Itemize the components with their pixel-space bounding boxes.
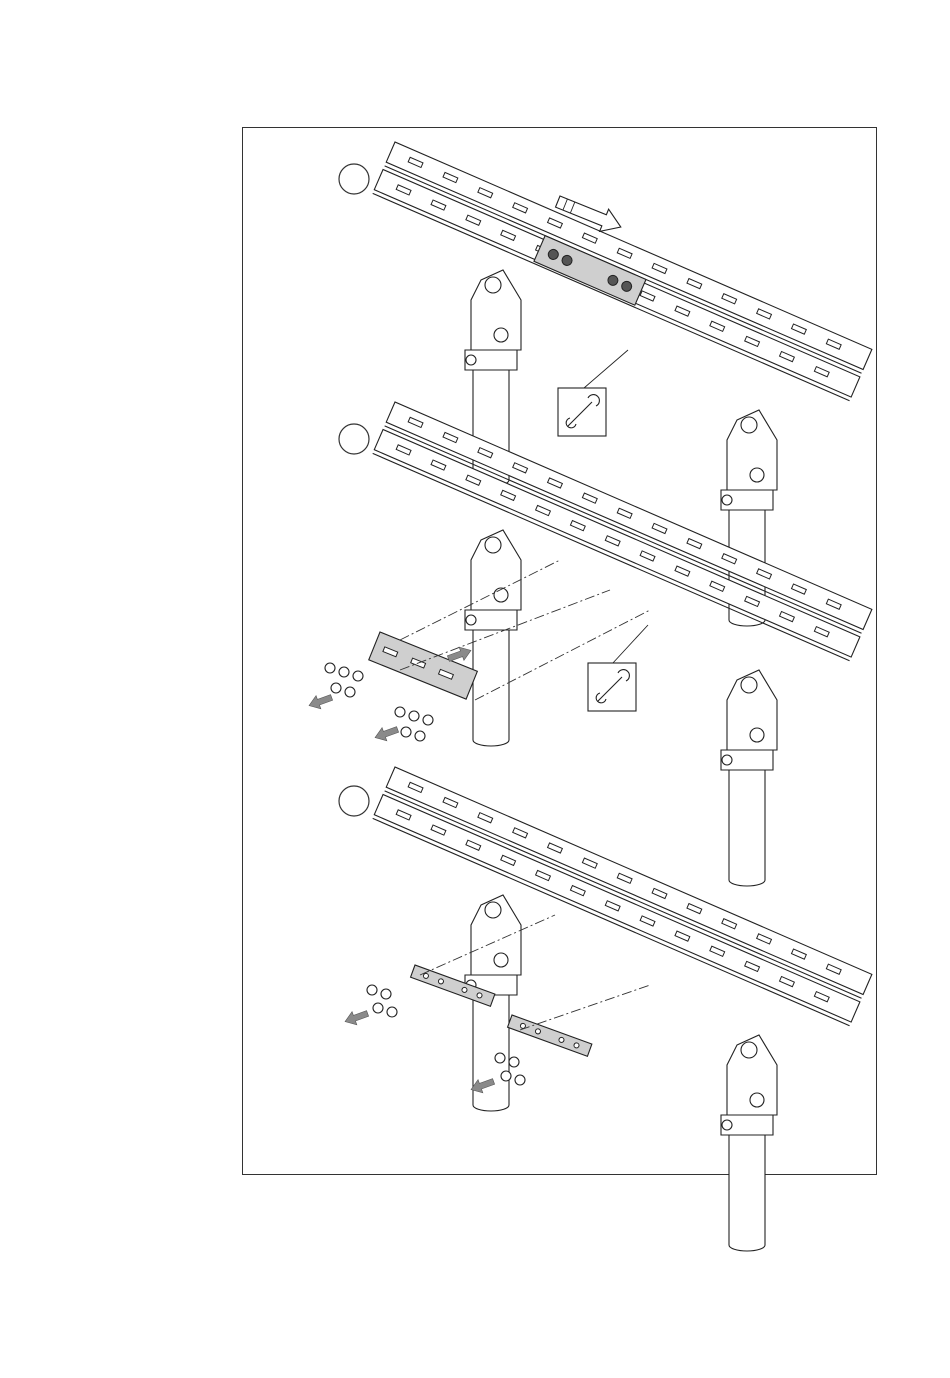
rail-assembly-2 — [373, 402, 872, 661]
bolts-group-1 — [325, 663, 363, 697]
step-3-marker — [339, 786, 369, 816]
small-plate-2 — [508, 1015, 592, 1056]
wrench-icon — [588, 663, 636, 711]
support-post-3a — [465, 895, 521, 1111]
support-post-2b — [721, 670, 777, 886]
step-1-panel — [339, 142, 872, 626]
support-post-2a — [465, 530, 521, 746]
bolts-group-3 — [367, 985, 397, 1017]
bolt-arrow-2 — [373, 723, 400, 744]
step-2-marker — [339, 424, 369, 454]
step-3-panel — [339, 767, 872, 1251]
step-1-marker — [339, 164, 369, 194]
bolts-group-2 — [395, 707, 433, 741]
removed-splice-plate — [369, 632, 478, 699]
support-post-3b — [721, 1035, 777, 1251]
wrench-icon — [558, 388, 606, 436]
bolt-arrow-3 — [343, 1007, 370, 1028]
bolt-arrow-1 — [307, 691, 334, 712]
rail-assembly-1 — [373, 142, 872, 401]
